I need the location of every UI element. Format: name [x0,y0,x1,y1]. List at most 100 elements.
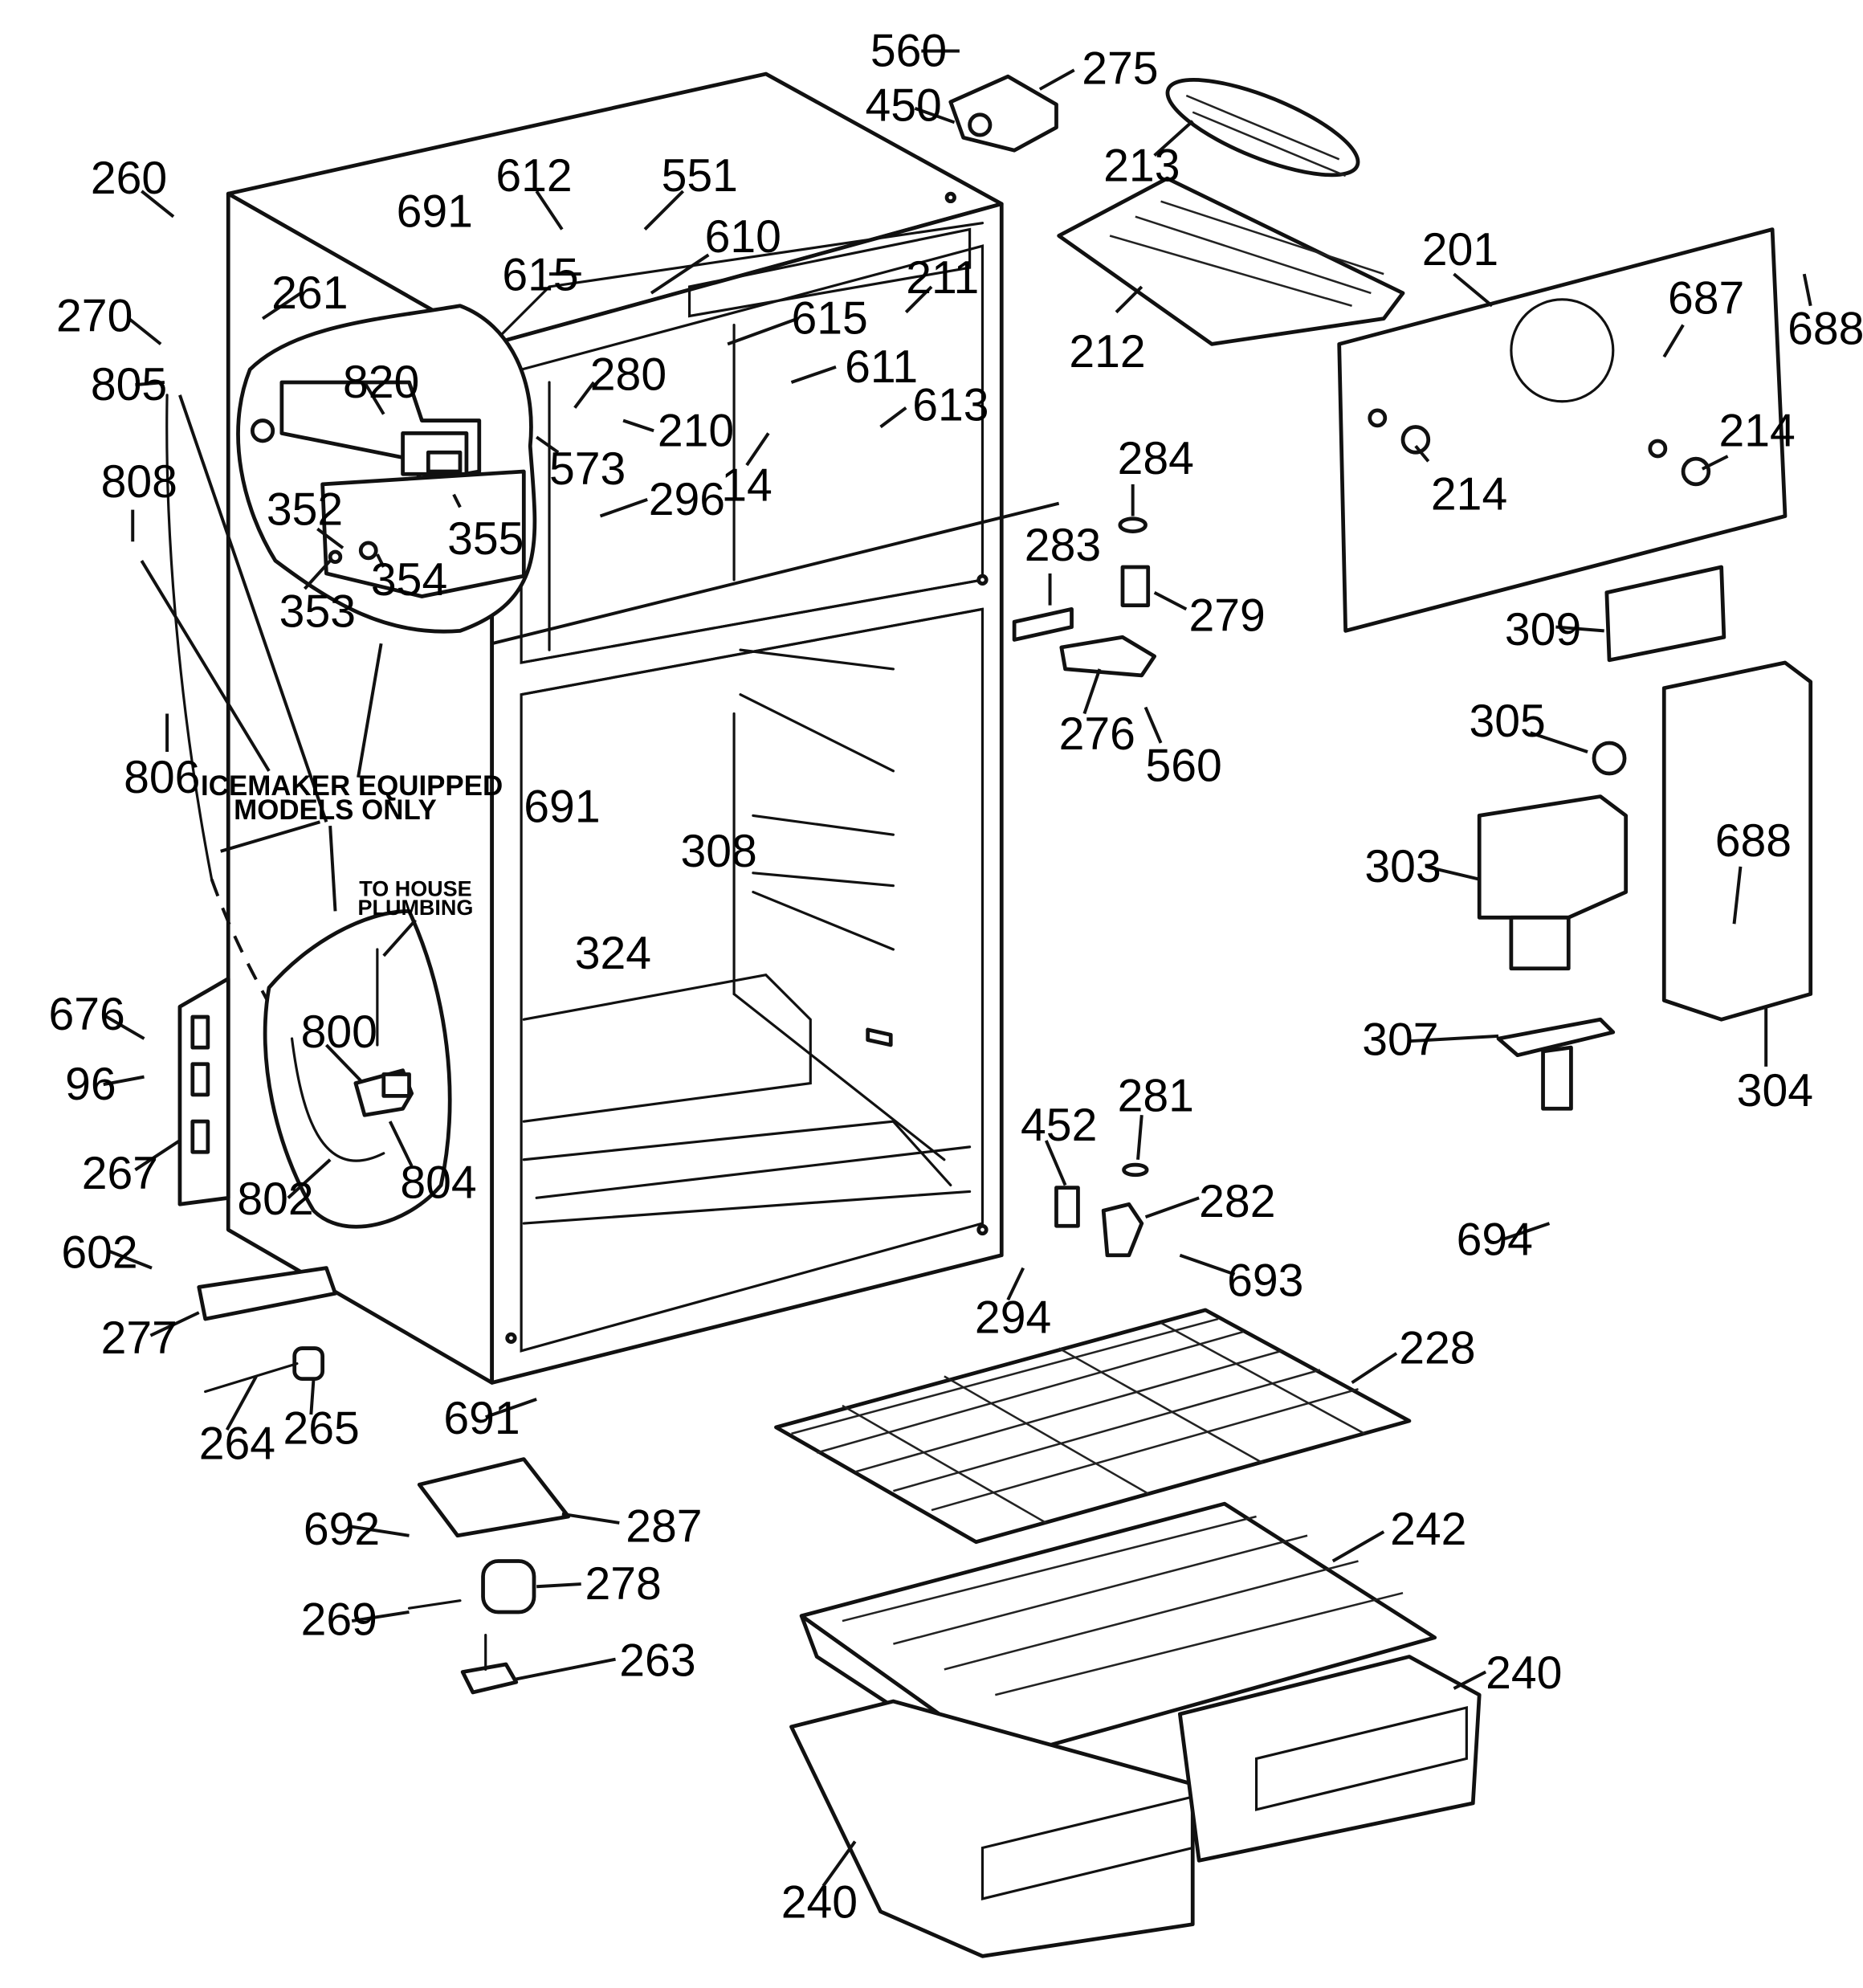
label-279: 279 [1188,590,1265,641]
label-276: 276 [1059,708,1135,760]
label-284: 284 [1118,433,1194,484]
label-560: 560 [870,26,947,77]
label-602: 602 [61,1227,137,1279]
label-613: 613 [912,380,989,431]
label-14: 14 [721,460,773,512]
label-260: 260 [91,153,167,204]
label-296: 296 [649,474,725,525]
water-line [165,394,214,881]
label-304: 304 [1737,1065,1813,1116]
label-261: 261 [271,267,348,319]
label-267: 267 [82,1148,158,1199]
label-213: 213 [1103,140,1180,191]
label-610: 610 [705,211,781,263]
label-305: 305 [1470,696,1546,747]
note-icemaker-line1: ICEMAKER EQUIPPED [201,770,503,802]
label-309: 309 [1505,604,1581,655]
label-615: 615 [502,250,578,301]
label-282: 282 [1199,1176,1275,1227]
leveler-263 [460,1662,519,1695]
label-450: 450 [866,80,942,132]
ice-shelf-212 [1057,176,1405,346]
wire-shelf-228 [774,1308,1412,1545]
label-355: 355 [447,513,524,565]
label-240: 240 [1486,1647,1562,1699]
label-611: 611 [845,341,918,393]
label-560: 560 [1146,741,1222,792]
base-grille-277 [197,1266,337,1321]
housing-303 [1477,794,1629,920]
label-214: 214 [1431,469,1507,520]
label-275: 275 [1082,43,1158,95]
hinge-276 [1059,635,1157,678]
hinge-283 [1012,606,1074,642]
label-551: 551 [662,150,738,202]
label-820: 820 [343,357,419,408]
label-201: 201 [1422,224,1498,276]
label-263: 263 [619,1635,695,1686]
mount-plate-287 [417,1457,571,1538]
label-694: 694 [1457,1214,1533,1266]
bracket-307 [1496,1017,1616,1058]
label-802: 802 [237,1174,313,1225]
label-324: 324 [575,928,651,979]
roller-265 [292,1346,325,1382]
note-plumbing-line2: PLUMBING [358,896,474,920]
label-307: 307 [1362,1014,1438,1066]
note-icemaker-line2: MODELS ONLY [234,794,437,826]
label-452: 452 [1021,1100,1097,1151]
label-242: 242 [1390,1504,1466,1555]
label-308: 308 [680,826,756,877]
bushing-279 [1120,565,1151,607]
label-210: 210 [658,405,734,456]
label-808: 808 [101,456,177,508]
block-452 [1054,1186,1080,1228]
knob-305 [1592,741,1627,776]
label-615: 615 [791,293,867,345]
label-573: 573 [549,443,626,495]
label-283: 283 [1025,520,1101,571]
wheel-278 [481,1559,536,1614]
label-676: 676 [49,989,125,1040]
label-240: 240 [781,1877,858,1929]
hinge-282 [1101,1202,1144,1258]
label-800: 800 [301,1006,377,1058]
label-96: 96 [65,1059,116,1110]
label-264: 264 [199,1419,275,1470]
label-211: 211 [906,252,979,304]
label-806: 806 [124,752,200,803]
label-688: 688 [1788,303,1863,354]
label-352: 352 [267,484,343,536]
cover-panel-201 [1337,227,1788,633]
label-214: 214 [1718,405,1795,456]
label-804: 804 [400,1157,476,1208]
label-692: 692 [304,1504,380,1555]
label-687: 687 [1668,272,1744,324]
label-265: 265 [283,1403,359,1455]
label-277: 277 [101,1312,177,1364]
label-294: 294 [975,1292,1051,1344]
label-228: 228 [1399,1323,1475,1374]
label-270: 270 [56,291,132,342]
cover-304 [1661,660,1813,1022]
leader-lines [103,49,1812,1888]
note-plumbing-line1: TO HOUSE [359,876,471,900]
label-278: 278 [585,1558,661,1610]
label-plate-309 [1604,565,1726,663]
label-691: 691 [524,781,600,832]
label-353: 353 [279,586,356,638]
label-805: 805 [91,359,167,410]
label-212: 212 [1069,326,1145,378]
label-269: 269 [301,1594,377,1646]
label-354: 354 [371,554,447,606]
icemaker-bracket [320,469,526,598]
label-688: 688 [1715,815,1792,867]
label-693: 693 [1227,1255,1303,1307]
label-287: 287 [626,1501,702,1553]
crisper-drawer-left [789,1699,1195,1958]
label-280: 280 [590,349,667,400]
crisper-drawer-right [1177,1655,1482,1863]
label-612: 612 [495,150,572,202]
label-303: 303 [1364,841,1441,892]
